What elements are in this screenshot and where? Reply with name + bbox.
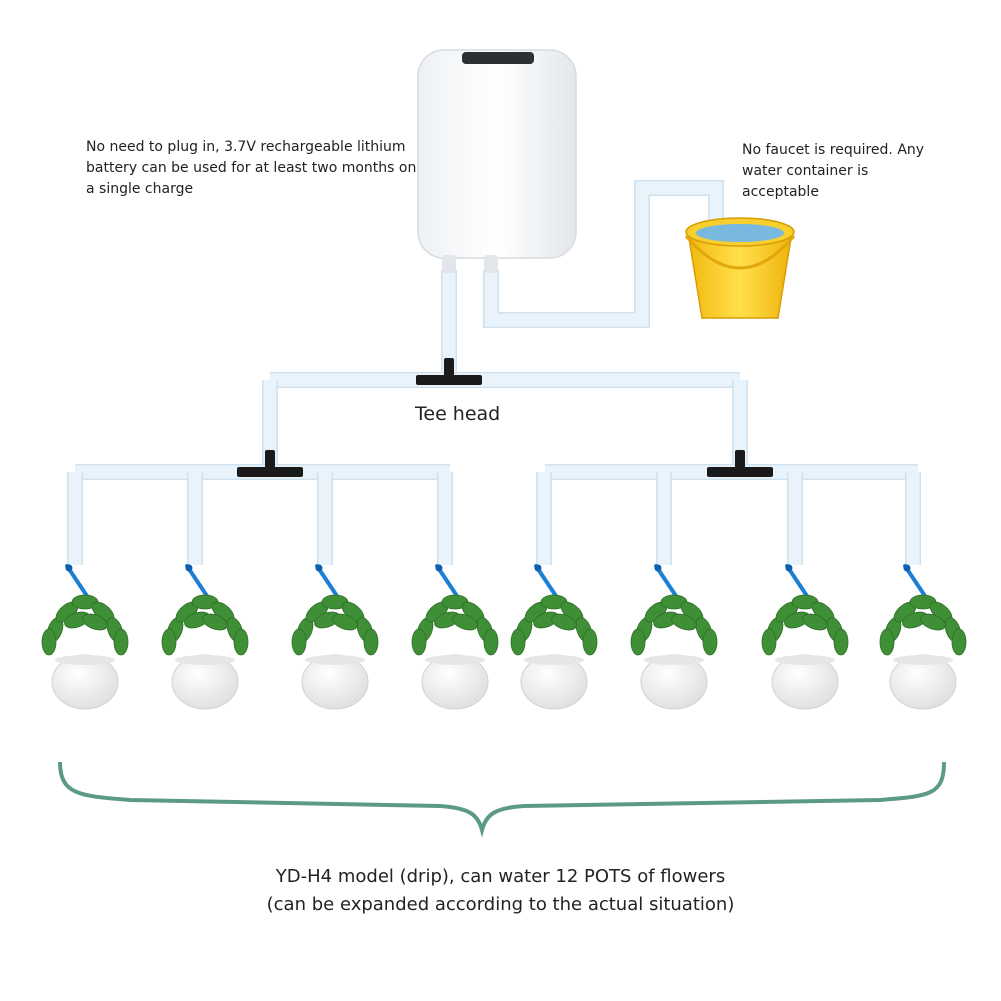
leaf (411, 628, 427, 656)
tee-connector (707, 467, 773, 477)
dripper-head (435, 564, 443, 572)
pot-rim (175, 655, 235, 665)
faucet-note-line: water container is (742, 163, 869, 179)
leaf (879, 628, 895, 656)
pot-rim (524, 655, 584, 665)
leaf (951, 628, 967, 656)
pot-rim (893, 655, 953, 665)
caption: YD-H4 model (drip), can water 12 POTS of… (0, 863, 1001, 919)
flower-pot (761, 564, 849, 710)
leaf (510, 628, 526, 656)
leaf (332, 613, 358, 631)
dripper-head (654, 564, 662, 572)
pot-rim (644, 655, 704, 665)
dripper-head (65, 564, 73, 572)
leaf (761, 628, 777, 656)
caption-line: YD-H4 model (drip), can water 12 POTS of… (275, 866, 726, 887)
leaf (113, 628, 129, 656)
faucet-note-line: No faucet is required. Any (742, 142, 925, 158)
flower-pot (879, 564, 967, 710)
leaf (702, 628, 718, 656)
dripper-head (315, 564, 323, 572)
flower-pot (41, 564, 129, 710)
dripper-head (185, 564, 193, 572)
tube (484, 181, 723, 327)
tee-stem (444, 358, 454, 378)
tee-stem (265, 450, 275, 470)
leaf (483, 628, 499, 656)
flower-pot (291, 564, 379, 710)
leaf (202, 613, 228, 631)
dripper-head (785, 564, 793, 572)
pot-rim (425, 655, 485, 665)
flower-pot (510, 564, 598, 710)
pot-rim (55, 655, 115, 665)
leaf (161, 628, 177, 656)
tee-stem (735, 450, 745, 470)
flower-pots (41, 564, 967, 710)
caption-line: (can be expanded according to the actual… (266, 894, 735, 915)
water-surface (696, 224, 784, 242)
pump-outlet-right (484, 255, 498, 273)
leaf (671, 613, 697, 631)
pump-outlet-left (442, 255, 456, 273)
dripper-head (534, 564, 542, 572)
dripper-head (903, 564, 911, 572)
leaf (82, 613, 108, 631)
leaf (630, 628, 646, 656)
pump-device (417, 49, 577, 273)
flower-pot (411, 564, 499, 710)
leaf (291, 628, 307, 656)
tee-connector (237, 467, 303, 477)
tee-connectors (237, 358, 773, 477)
bracket-brace (58, 761, 946, 838)
battery-note-line: No need to plug in, 3.7V rechargeable li… (86, 139, 406, 155)
leaf (41, 628, 57, 656)
tee-connector (416, 375, 482, 385)
battery-note: No need to plug in, 3.7V rechargeable li… (86, 137, 416, 200)
pot-rim (775, 655, 835, 665)
battery-note-line: a single charge (86, 181, 194, 197)
flower-pot (630, 564, 718, 710)
leaf (833, 628, 849, 656)
leaf (582, 628, 598, 656)
tee-head-label: Tee head (415, 403, 501, 425)
leaf (551, 613, 577, 631)
leaf (802, 613, 828, 631)
water-bucket (684, 217, 796, 319)
leaf (452, 613, 478, 631)
leaf (920, 613, 946, 631)
battery-note-line: battery can be used for at least two mon… (86, 160, 417, 176)
pump-display (462, 52, 534, 64)
flower-pot (161, 564, 249, 710)
pot-rim (305, 655, 365, 665)
faucet-note-line: acceptable (742, 184, 819, 200)
faucet-note: No faucet is required. Any water contain… (742, 140, 924, 203)
leaf (363, 628, 379, 656)
leaf (233, 628, 249, 656)
